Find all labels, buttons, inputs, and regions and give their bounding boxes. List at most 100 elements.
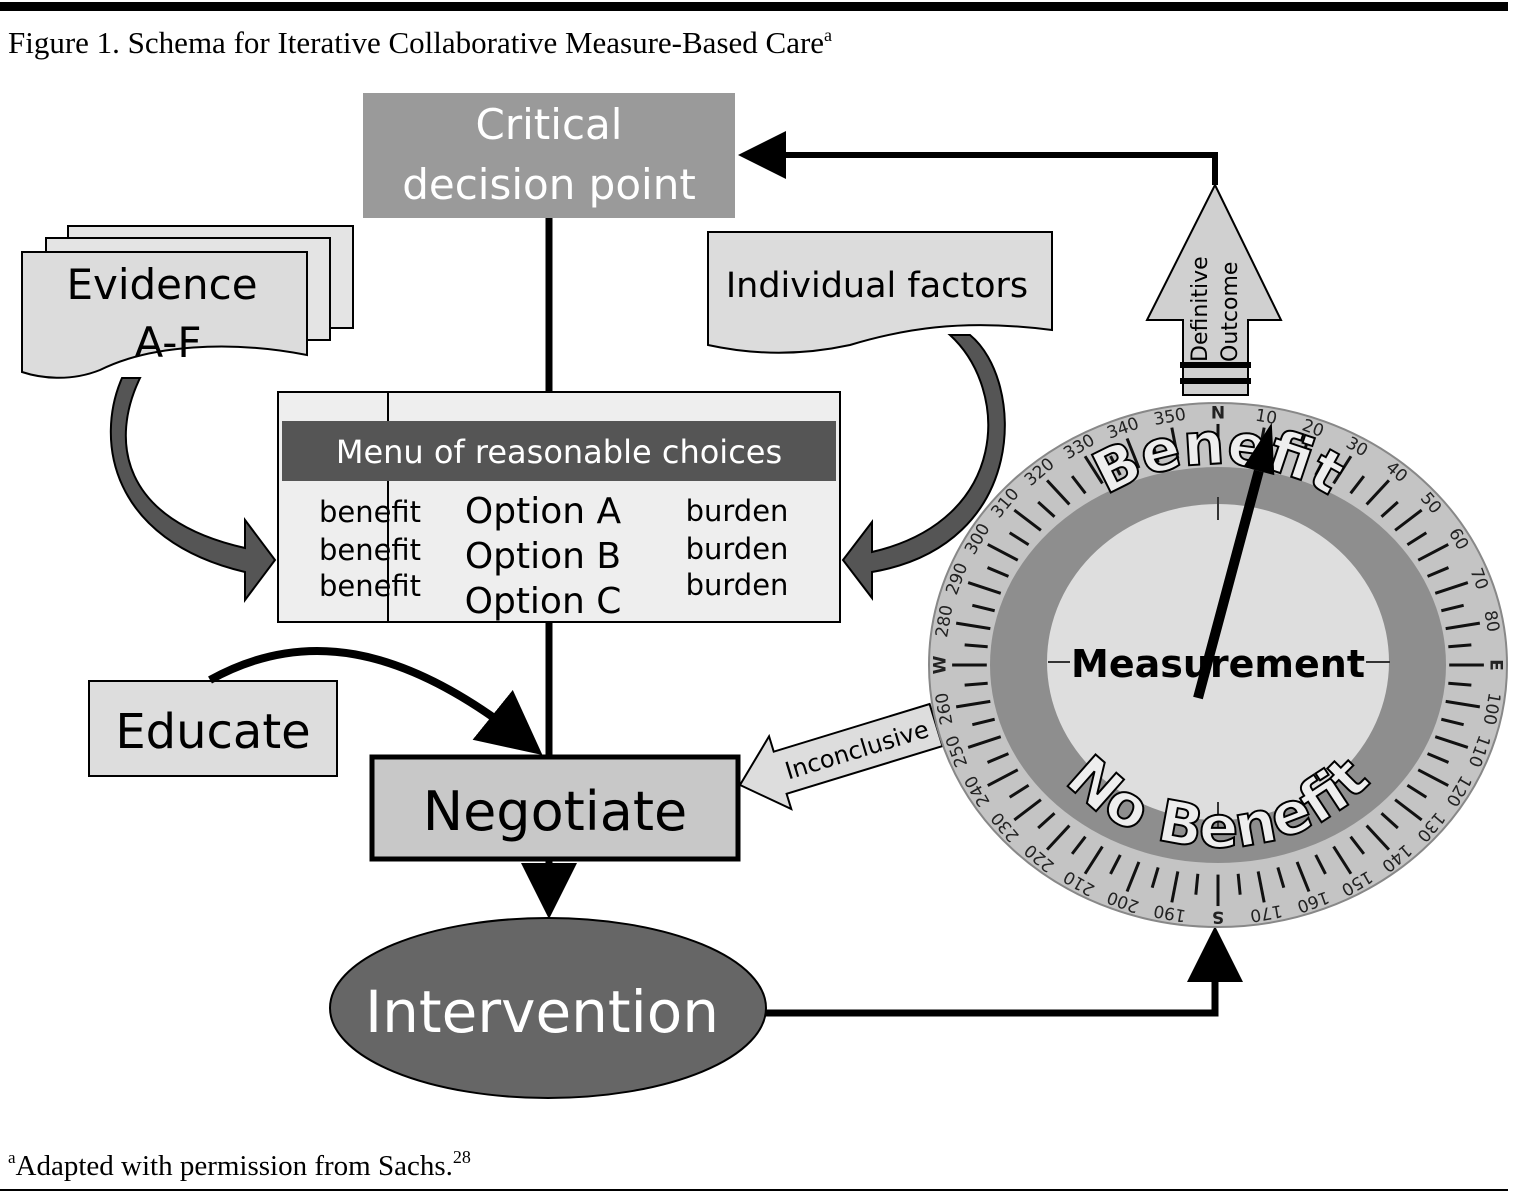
svg-text:Negotiate: Negotiate	[423, 780, 688, 843]
dial-tick	[987, 543, 1019, 562]
dial-tick	[1125, 861, 1141, 893]
dial-label: S	[1212, 907, 1224, 927]
dial-tick	[986, 566, 1010, 578]
svg-text:Evidence: Evidence	[66, 260, 257, 309]
dial-tick	[1295, 861, 1311, 893]
dial-tick	[1170, 427, 1180, 459]
menu-title: Menu of reasonable choices	[336, 433, 782, 471]
dial-tick	[1295, 437, 1311, 469]
svg-text:decision point: decision point	[402, 160, 696, 209]
dial-tick	[987, 768, 1019, 787]
dial-tick	[1109, 455, 1122, 476]
dial-tick	[1008, 531, 1030, 547]
dial-tick	[1417, 768, 1449, 787]
outcome-to-decision-arrow	[738, 131, 1218, 185]
svg-text:Definitive: Definitive	[1188, 256, 1213, 362]
dial-label: 80	[1479, 609, 1502, 634]
intervention-to-measurement-arrow	[766, 926, 1243, 1017]
dial-tick	[955, 621, 991, 631]
educate-box: Educate	[88, 680, 338, 777]
svg-text:Educate: Educate	[115, 704, 310, 760]
benefit-label: benefit	[319, 495, 421, 529]
dial-tick	[1365, 824, 1391, 851]
dial-tick	[1349, 475, 1366, 495]
dial-tick	[1194, 435, 1200, 457]
dial-tick	[1170, 871, 1180, 903]
needle-arrowhead	[1243, 422, 1275, 476]
dial-label: E	[1485, 659, 1505, 671]
dial-tick	[1256, 871, 1266, 903]
option-label: Option A	[465, 491, 622, 532]
dial-tick	[1276, 441, 1286, 463]
dial-tick	[1417, 543, 1449, 562]
dial-tick	[964, 681, 988, 687]
dial-tick	[1125, 437, 1141, 469]
svg-text:Outcome: Outcome	[1218, 262, 1243, 362]
dial-tick	[1365, 479, 1391, 506]
dial-tick	[1070, 835, 1087, 855]
dial-tick	[967, 581, 1002, 595]
dial-tick	[1194, 873, 1200, 895]
evidence-documents: Evidence A-F	[21, 225, 354, 379]
critical-decision-point-box: Critical decision point	[363, 93, 735, 218]
dial-tick	[967, 735, 1002, 749]
svg-text:Intervention: Intervention	[365, 978, 719, 1046]
dial-tick	[964, 643, 988, 649]
dial-tick	[1445, 699, 1481, 709]
benefit-label: benefit	[319, 533, 421, 567]
dial-tick	[1440, 603, 1465, 613]
dial-tick	[1380, 500, 1399, 518]
dial-tick	[1150, 867, 1160, 889]
dial-tick	[1406, 531, 1428, 547]
dial-tick	[1426, 566, 1450, 578]
definitive-outcome-arrow: Definitive Outcome	[1145, 182, 1283, 396]
bottom-rule	[0, 1189, 1508, 1191]
dial-tick	[971, 717, 996, 727]
dial-tick	[1426, 752, 1450, 764]
dial-tick	[1448, 643, 1472, 649]
negotiate-box: Negotiate	[369, 754, 741, 862]
dial-tick	[1045, 824, 1071, 851]
dial-tick	[1008, 783, 1030, 799]
dial-tick	[1349, 835, 1366, 855]
svg-text:A-F: A-F	[134, 318, 201, 367]
dial-tick	[971, 603, 996, 613]
dial-tick	[1380, 812, 1399, 830]
dial-label: N	[1211, 403, 1225, 423]
dial-tick	[1150, 441, 1160, 463]
option-label: Option B	[465, 536, 621, 577]
dial-tick	[1332, 455, 1353, 485]
top-rule	[0, 2, 1508, 11]
dial-tick	[1236, 435, 1242, 457]
dial-tick	[986, 752, 1010, 764]
option-label: Option C	[465, 581, 622, 622]
dial-label: 10	[1254, 406, 1279, 429]
dial-tick	[1070, 475, 1087, 495]
dial-tick	[1037, 812, 1056, 830]
dial-tick	[1013, 508, 1042, 532]
dial-tick	[1434, 581, 1469, 595]
burden-label: burden	[686, 568, 789, 602]
dial-tick	[955, 699, 991, 709]
dial-tick	[1013, 798, 1042, 822]
evidence-to-menu-arrow	[109, 377, 277, 603]
dial-tick	[1045, 479, 1071, 506]
dial-tick	[1276, 867, 1286, 889]
dial-tick	[1109, 854, 1122, 875]
dial-tick	[1434, 735, 1469, 749]
svg-text:Individual factors: Individual factors	[726, 266, 1028, 306]
educate-to-negotiate-arrow	[208, 647, 543, 756]
dial-tick	[1406, 783, 1428, 799]
dial-tick	[1448, 681, 1472, 687]
dial-tick	[1083, 455, 1104, 485]
factors-to-menu-arrow	[841, 334, 1006, 601]
dial-tick	[1332, 845, 1353, 875]
dial-tick	[1314, 854, 1327, 875]
burden-label: burden	[686, 494, 789, 528]
figure-title: Figure 1. Schema for Iterative Collabora…	[8, 25, 832, 60]
dial-tick	[1236, 873, 1242, 895]
